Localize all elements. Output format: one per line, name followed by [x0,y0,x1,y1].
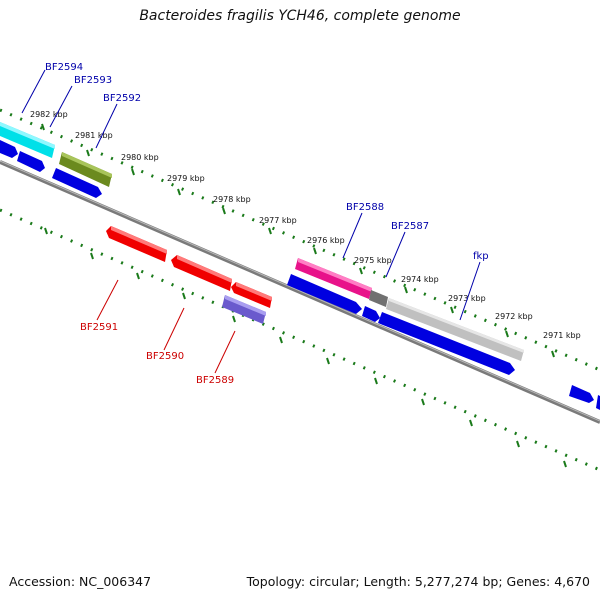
ruler-label: 2978 kbp [213,195,251,204]
ruler-label: 2973 kbp [448,294,486,303]
gene-label-bf2590[interactable]: BF2590 [146,351,184,362]
genome-summary-text: Topology: circular; Length: 5,277,274 bp… [246,574,590,589]
ruler-label: 2982 kbp [30,110,68,119]
ruler-label: 2977 kbp [259,216,297,225]
gene-label-bf2587[interactable]: BF2587 [391,221,429,232]
gene-feature-bf2592[interactable] [59,152,112,187]
gene-feature-bf2590[interactable] [171,255,232,291]
gene-label-bf2588[interactable]: BF2588 [346,202,384,213]
gene-arrow[interactable] [0,140,18,158]
gene-feature-fkp[interactable] [386,298,524,361]
gene-label-bf2589[interactable]: BF2589 [196,375,234,386]
gene-arrow[interactable] [231,282,272,308]
gene-label-bf2592[interactable]: BF2592 [103,93,141,104]
ruler-label: 2975 kbp [354,256,392,265]
gene-label-bf2593[interactable]: BF2593 [74,75,112,86]
ruler-label: 2981 kbp [75,131,113,140]
gene-arrow[interactable] [378,312,515,375]
gene-label-bf2594[interactable]: BF2594 [45,62,83,73]
genome-backbone [0,160,600,424]
ruler-label: 2974 kbp [401,275,439,284]
gene-arrow[interactable] [287,274,362,314]
gene-label-bf2591[interactable]: BF2591 [80,322,118,333]
lower-ruler [0,208,600,472]
map-title: Bacteroides fragilis YCH46, complete gen… [139,8,461,24]
ruler-label: 2971 kbp [543,331,581,340]
gene-feature-bf2591[interactable] [106,226,167,262]
gene-label-fkp[interactable]: fkp [473,251,489,262]
gene-arrow[interactable] [17,151,45,172]
ruler-label: 2972 kbp [495,312,533,321]
gene-arrow[interactable] [52,168,102,198]
accession-text: Accession: NC_006347 [9,574,152,589]
upper-major-ticks [41,123,555,358]
ruler-label: 2976 kbp [307,236,345,245]
gene-arrow[interactable] [362,306,380,322]
ruler-label: 2979 kbp [167,174,205,183]
gene-arrow[interactable] [569,385,594,403]
ruler-label: 2980 kbp [121,153,159,162]
lower-major-ticks [44,227,567,468]
gene-arrow[interactable] [596,395,600,410]
gene-feature-bf2587[interactable] [369,290,388,307]
